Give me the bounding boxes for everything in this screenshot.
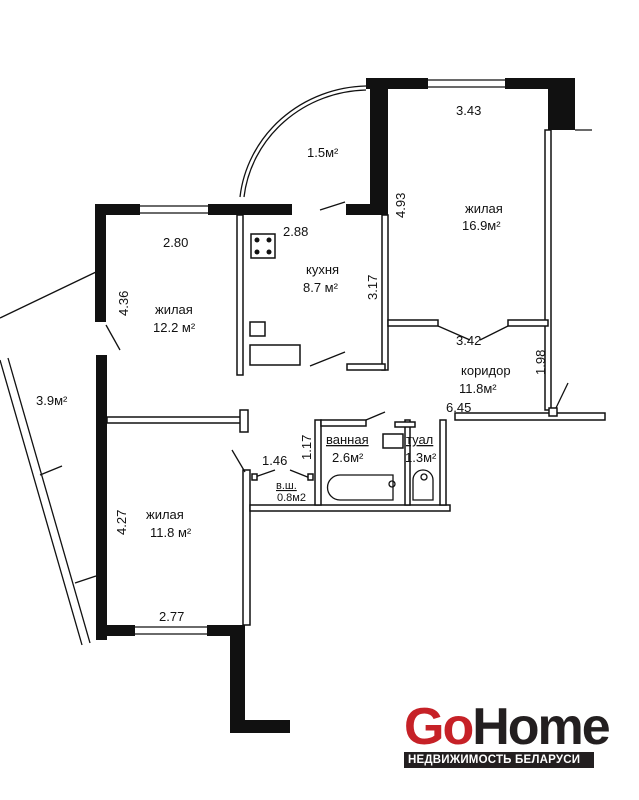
logo-tagline: НЕДВИЖИМОСТЬ БЕЛАРУСИ <box>404 752 594 768</box>
dimension: 6.45 <box>446 400 471 415</box>
balcony-top-area: 1.5м² <box>307 145 339 160</box>
balcony-left-area: 3.9м² <box>36 393 68 408</box>
dimension: 1.98 <box>533 350 548 375</box>
room-area-corridor: 11.8м² <box>459 381 497 396</box>
balcony-arc <box>239 85 367 198</box>
room-name-living-bottom: жилая <box>146 507 184 522</box>
dimension: 2.88 <box>283 224 308 239</box>
room-name-living-left: жилая <box>155 302 193 317</box>
room-name-toilet: туал <box>406 432 433 447</box>
room-area-living-top-right: 16.9м² <box>462 218 501 233</box>
room-name-closet: в.ш. <box>276 480 297 492</box>
dimension: 4.93 <box>393 193 408 218</box>
dimension: 1.46 <box>262 453 287 468</box>
dimension: 3.17 <box>365 275 380 300</box>
room-area-bathroom: 2.6м² <box>332 450 364 465</box>
dimension: 3.42 <box>456 333 481 348</box>
gohome-logo: GoHome НЕДВИЖИМОСТЬ БЕЛАРУСИ <box>404 701 611 768</box>
dimension: 2.80 <box>163 235 188 250</box>
room-name-corridor: коридор <box>461 363 511 378</box>
room-area-living-bottom: 11.8 м² <box>150 525 192 540</box>
dimension: 4.27 <box>114 510 129 535</box>
dimension: 1.17 <box>299 435 314 460</box>
room-area-living-left: 12.2 м² <box>153 320 196 335</box>
logo-go: Go <box>404 698 474 756</box>
room-area-toilet: 1.3м² <box>405 450 437 465</box>
logo-home: Home <box>472 698 610 756</box>
room-area-kitchen: 8.7 м² <box>303 280 339 295</box>
logo-wordmark: GoHome <box>404 701 611 753</box>
dimension: 4.36 <box>116 291 131 316</box>
room-name-bathroom: ванная <box>326 432 369 447</box>
dimension: 3.43 <box>456 103 481 118</box>
dimension: 2.77 <box>159 609 184 624</box>
walls <box>95 78 606 733</box>
left-balcony <box>0 271 97 646</box>
room-area-closet: 0.8м2 <box>277 492 306 504</box>
room-name-kitchen: кухня <box>306 262 339 277</box>
room-name-living-top-right: жилая <box>465 201 503 216</box>
balcony-arc-inner <box>243 89 367 198</box>
